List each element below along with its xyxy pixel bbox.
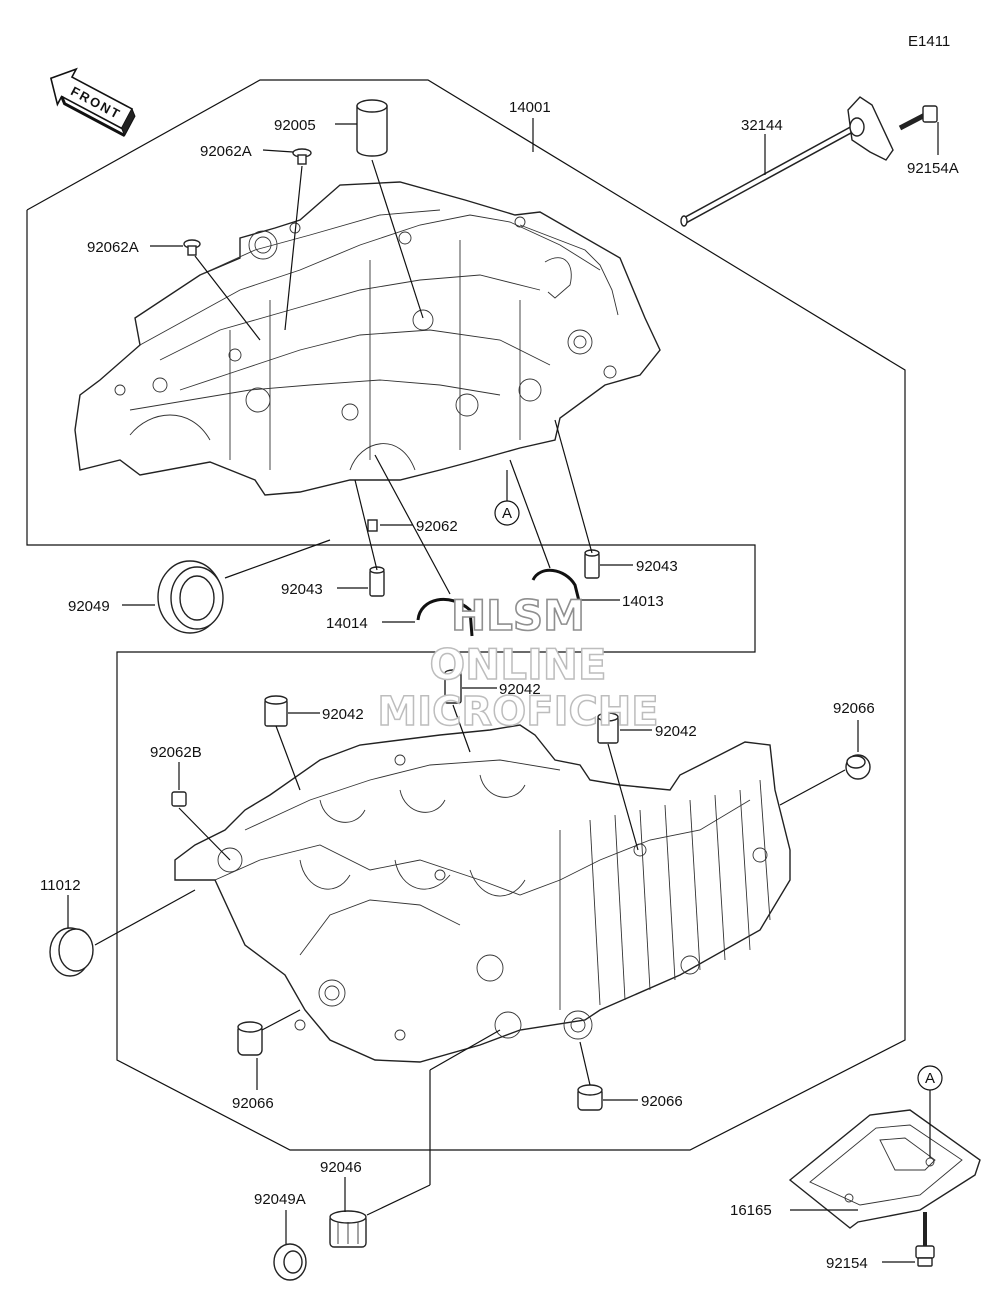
- plug-92062A-left: [183, 239, 201, 256]
- label-92066-top-right: 92066: [833, 700, 875, 717]
- oil-seal-92049A: [273, 1243, 307, 1281]
- label-11012: 11012: [40, 877, 81, 894]
- label-92005: 92005: [274, 117, 316, 134]
- label-92062A-top: 92062A: [200, 143, 252, 160]
- label-92043-right: 92043: [636, 558, 678, 575]
- reference-marker-a-plate: A: [917, 1065, 943, 1158]
- plug-92062: [367, 519, 378, 532]
- label-92042-right: 92042: [655, 723, 697, 740]
- label-92049A: 92049A: [254, 1191, 306, 1208]
- bearing-92046: [329, 1210, 367, 1248]
- upper-crankcase-bracket: [26, 79, 906, 1151]
- reference-marker-a-upper: A: [494, 470, 520, 526]
- label-92042-left: 92042: [322, 706, 364, 723]
- bearing-14014: [416, 598, 474, 637]
- label-92066-bottom: 92066: [641, 1093, 683, 1110]
- watermark: HLSM ONLINE MICROFICHE: [377, 590, 660, 736]
- bolt-92154A: [898, 105, 938, 131]
- plug-92062B: [171, 791, 187, 807]
- label-92046: 92046: [320, 1159, 362, 1176]
- dowel-92042-center: [444, 669, 462, 704]
- label-92062B: 92062B: [150, 744, 202, 761]
- bolt-92154: [915, 1212, 935, 1267]
- label-92049: 92049: [68, 598, 110, 615]
- dowel-92043-right: [584, 549, 600, 579]
- front-arrow-icon: FRONT: [49, 67, 136, 137]
- plate-16165: [788, 1109, 981, 1229]
- dowel-92042-left: [264, 695, 288, 727]
- plug-92062A-top: [292, 148, 312, 165]
- plug-92066-left: [237, 1021, 263, 1056]
- oil-seal-92049: [157, 560, 224, 634]
- dowel-92043-left: [369, 566, 385, 597]
- label-14014: 14014: [326, 615, 368, 632]
- label-92154A: 92154A: [907, 160, 959, 177]
- dowel-92005: [356, 99, 388, 157]
- label-32144: 32144: [741, 117, 783, 134]
- label-92062A-left: 92062A: [87, 239, 139, 256]
- label-14001: 14001: [509, 99, 551, 116]
- label-92066-left: 92066: [232, 1095, 274, 1112]
- label-92043-left: 92043: [281, 581, 323, 598]
- plug-92066-top-right: [845, 754, 871, 780]
- label-14013: 14013: [622, 593, 664, 610]
- diagram-code: E1411: [908, 33, 950, 50]
- dowel-92042-right: [597, 712, 619, 744]
- svg-text:A: A: [925, 1070, 935, 1087]
- watermark-line1: HLSM: [451, 591, 585, 640]
- label-92062: 92062: [416, 518, 458, 535]
- plug-92066-bottom: [577, 1084, 603, 1111]
- svg-text:A: A: [502, 505, 512, 522]
- bearing-14013: [531, 569, 582, 606]
- upper-crankcase: [74, 181, 661, 496]
- label-16165: 16165: [730, 1202, 772, 1219]
- seal-11012: [49, 927, 94, 977]
- watermark-line2: ONLINE: [429, 640, 606, 689]
- label-92042-center: 92042: [499, 681, 541, 698]
- shaft-32144: [680, 96, 894, 227]
- watermark-line3: MICROFICHE: [377, 689, 658, 735]
- lower-crankcase: [174, 724, 791, 1063]
- label-92154: 92154: [826, 1255, 868, 1272]
